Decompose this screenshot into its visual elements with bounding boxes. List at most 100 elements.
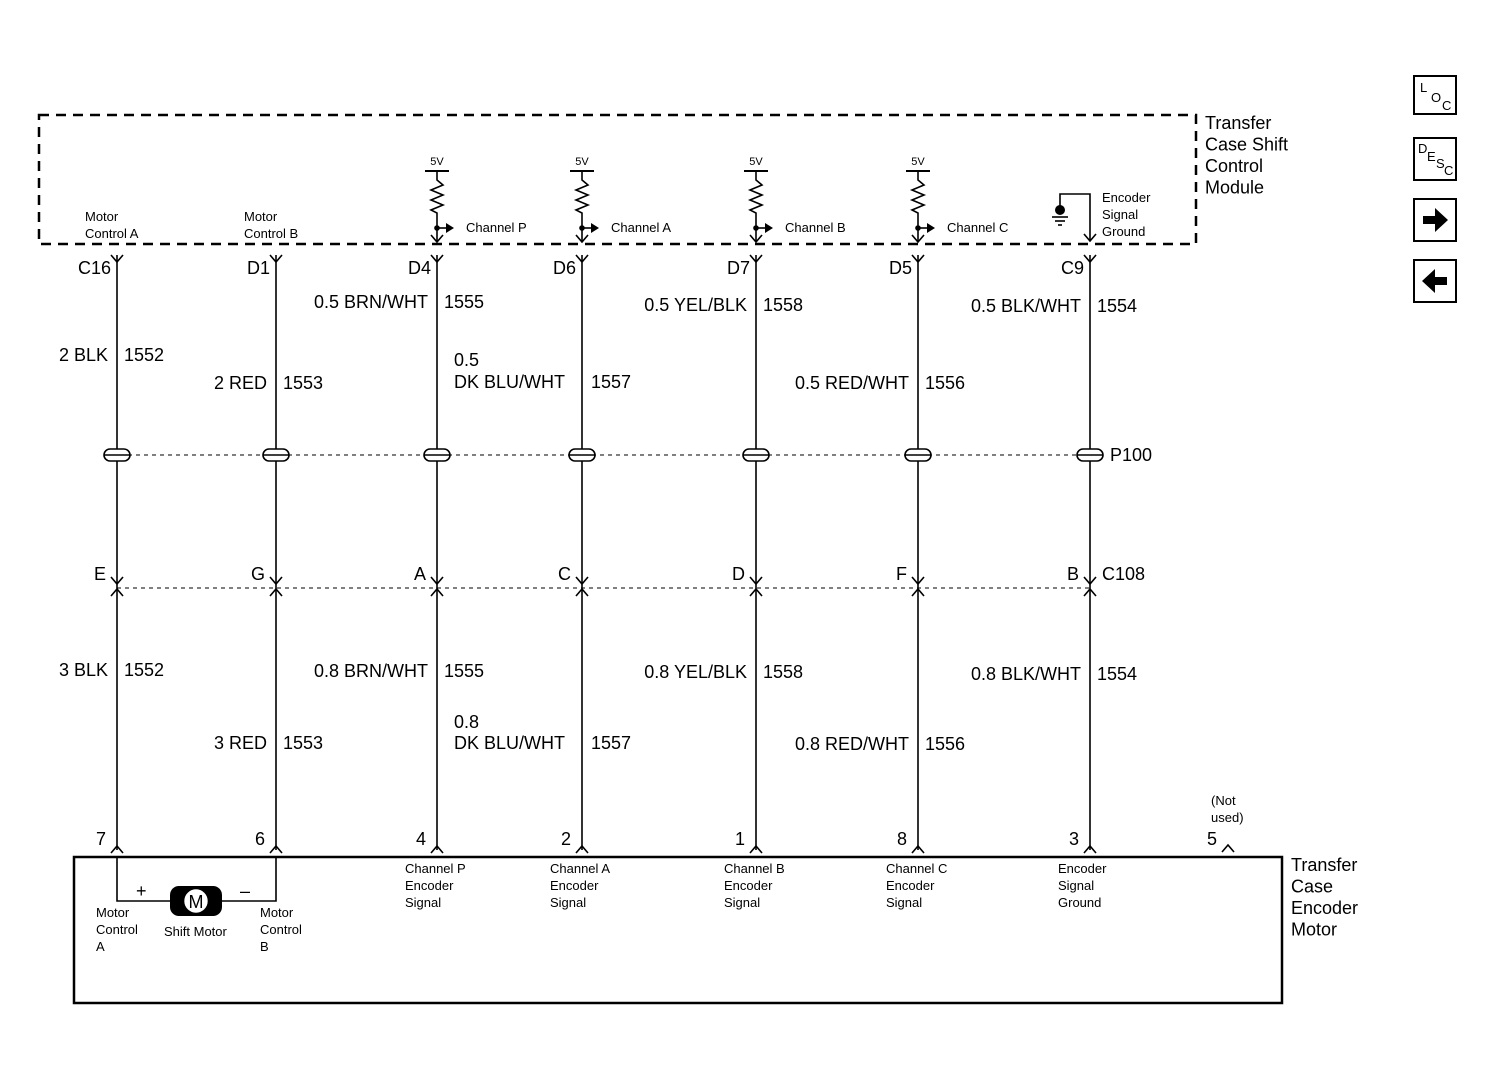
- c108-caret-male-4: [749, 587, 763, 597]
- wire-top-color-4: 0.5 YEL/BLK: [644, 295, 747, 315]
- c108-caret-male-0: [110, 587, 124, 597]
- c108-caret-female-6: [1083, 576, 1097, 586]
- c108-cavity-label-2: A: [414, 564, 426, 584]
- wire-top-circuit-1: 1553: [283, 373, 323, 393]
- module-pin-label-2: D4: [408, 258, 431, 278]
- c108-caret-male-1: [269, 587, 283, 597]
- c108-caret-male-3: [575, 587, 589, 597]
- module-pin-label-1: D1: [247, 258, 270, 278]
- wire-top-color-2: 0.5 BRN/WHT: [314, 292, 428, 312]
- c108-cavity-label-3: C: [558, 564, 571, 584]
- motor-signal-label-6-2: Ground: [1058, 895, 1101, 910]
- encoder-motor-boundary: [72, 855, 1284, 1005]
- desc-letter-e: E: [1427, 149, 1436, 164]
- wire-bottom-color-2: 0.8 BRN/WHT: [314, 661, 428, 681]
- motor-signal-label-6-1: Signal: [1058, 878, 1094, 893]
- motor-pin-label-3: 2: [561, 829, 571, 849]
- channel-label-5: Channel C: [947, 220, 1008, 235]
- pullup-resistor-3: [573, 171, 591, 242]
- wire-bottom-color-6: 0.8 BLK/WHT: [971, 664, 1081, 684]
- c108-cavity-label-1: G: [251, 564, 265, 584]
- description-button[interactable]: D E S C: [1413, 137, 1457, 181]
- c108-caret-female-3: [575, 576, 589, 586]
- loc-letter-l: L: [1420, 80, 1428, 95]
- wire-bottom-circuit-4: 1558: [763, 662, 803, 682]
- motor-signal-label-2-1: Encoder: [405, 878, 454, 893]
- wire-top-color-1: 2 RED: [214, 373, 267, 393]
- c108-caret-male-6: [1083, 587, 1097, 597]
- wire-top-circuit-5: 1556: [925, 373, 965, 393]
- wire-top-circuit-4: 1558: [763, 295, 803, 315]
- desc-letter-c: C: [1444, 163, 1454, 178]
- motor-pin-caret-0: [110, 844, 124, 854]
- supply-5v-label-4: 5V: [749, 156, 763, 168]
- motor-pin-caret-4: [749, 844, 763, 854]
- arrow-left-icon: [1422, 269, 1447, 293]
- p100-label: P100: [1110, 445, 1152, 465]
- module-name: Transfer Case Shift Control Module: [1205, 113, 1293, 198]
- supply-5v-label-5: 5V: [911, 156, 925, 168]
- motor-pin-caret-2: [430, 844, 444, 854]
- motor-signal-label-2-2: Signal: [405, 895, 441, 910]
- loc-letter-c: C: [1442, 98, 1452, 113]
- motor-signal-label-4-2: Signal: [724, 895, 760, 910]
- motor-signal-label-5-1: Encoder: [886, 878, 935, 893]
- channel-arrow-4: [765, 223, 773, 233]
- supply-5v-label-3: 5V: [575, 156, 589, 168]
- previous-page-button[interactable]: [1413, 259, 1457, 303]
- module-pin-label-4: D7: [727, 258, 750, 278]
- wire-bottom-circuit-5: 1556: [925, 734, 965, 754]
- motor-signal-label-5-2: Signal: [886, 895, 922, 910]
- location-button[interactable]: L O C: [1413, 75, 1457, 115]
- module-pin-label-0: C16: [78, 258, 111, 278]
- wire-top-color-0: 2 BLK: [59, 345, 108, 365]
- motor-pin-caret-6: [1083, 844, 1097, 854]
- module-pin-caret-0: [110, 254, 124, 264]
- wire-top-color-5: 0.5 RED/WHT: [795, 373, 909, 393]
- c108-cavity-label-5: F: [896, 564, 907, 584]
- motor-signal-label-5-0: Channel C: [886, 861, 947, 876]
- wire-bottom-circuit-2: 1555: [444, 661, 484, 681]
- c108-caret-female-2: [430, 576, 444, 586]
- module-pin-label-6: C9: [1061, 258, 1084, 278]
- module-label-line2-1: Control B: [244, 226, 298, 241]
- loc-letter-o: O: [1431, 90, 1442, 105]
- unused-pin-5: 5: [1207, 829, 1217, 849]
- motor-pin-label-2: 4: [416, 829, 426, 849]
- motor-signal-label-2-0: Channel P: [405, 861, 466, 876]
- motor-pin-caret-3: [575, 844, 589, 854]
- wire-bottom-color-0: 3 BLK: [59, 660, 108, 680]
- c108-caret-female-0: [110, 576, 124, 586]
- motor-pin-label-1: 6: [255, 829, 265, 849]
- wire-bottom-circuit-3: 1557: [591, 733, 631, 753]
- wire-bottom-gauge-3: 0.8: [454, 712, 479, 732]
- wire-top-circuit-2: 1555: [444, 292, 484, 312]
- wire-bottom-color-3: DK BLU/WHT: [454, 733, 565, 753]
- motor-minus: –: [240, 881, 250, 901]
- wire-bottom-color-5: 0.8 RED/WHT: [795, 734, 909, 754]
- channel-label-4: Channel B: [785, 220, 846, 235]
- module-label-line1-1: Motor: [244, 209, 278, 224]
- wire-bottom-circuit-0: 1552: [124, 660, 164, 680]
- wire-top-circuit-6: 1554: [1097, 296, 1137, 316]
- next-page-button[interactable]: [1413, 198, 1457, 242]
- motor-signal-label-3-2: Signal: [550, 895, 586, 910]
- module-internal-caret-5: [911, 234, 925, 244]
- motor-symbol: M: [189, 892, 204, 912]
- motor-pin-label-6: 3: [1069, 829, 1079, 849]
- control-module-boundary: [37, 113, 1198, 246]
- shift-motor-label: Shift Motor: [164, 924, 228, 939]
- unused-pin-caret: [1221, 843, 1235, 853]
- module-pin-caret-2: [430, 254, 444, 264]
- c108-caret-male-2: [430, 587, 444, 597]
- wire-top-circuit-3: 1557: [591, 372, 631, 392]
- arrow-right-icon: [1423, 208, 1448, 232]
- wire-top-color-3: DK BLU/WHT: [454, 372, 565, 392]
- c108-caret-female-1: [269, 576, 283, 586]
- c108-label: C108: [1102, 564, 1145, 584]
- channel-label-2: Channel P: [466, 220, 527, 235]
- motor-signal-label-3-1: Encoder: [550, 878, 599, 893]
- wire-bottom-circuit-6: 1554: [1097, 664, 1137, 684]
